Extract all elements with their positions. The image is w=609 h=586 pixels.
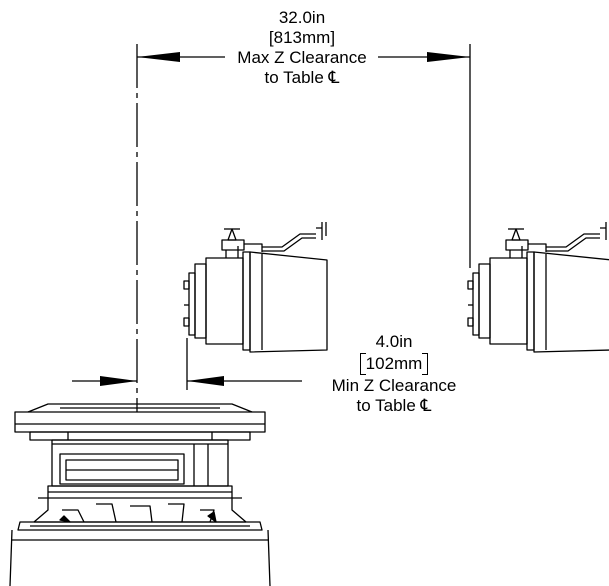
bracket-right	[422, 353, 428, 375]
max-clearance-title: Max Z Clearance	[237, 48, 367, 67]
max-clearance-mm: [813mm]	[268, 28, 336, 47]
centerline-symbol: ℄	[420, 396, 432, 416]
spindle-head-max	[467, 222, 609, 353]
arrowhead-left	[137, 52, 180, 62]
rotary-table	[9, 403, 271, 586]
min-clearance-title: Min Z Clearance	[331, 376, 457, 395]
arrowhead-right	[427, 52, 470, 62]
max-clearance-label: 32.0in [813mm] Max Z Clearance to Table …	[214, 8, 390, 88]
max-clearance-inches: 32.0in	[278, 8, 326, 27]
min-clearance-label: 4.0in 102mm Min Z Clearance to Table ℄	[306, 332, 482, 416]
max-clearance-dimension	[136, 44, 471, 412]
arrowhead-in-left	[100, 376, 137, 386]
min-clearance-reference: to Table ℄	[306, 396, 482, 416]
spindle-head-min	[183, 222, 328, 353]
bracket-left	[360, 353, 366, 375]
min-clearance-mm-box: 102mm	[354, 353, 434, 375]
min-clearance-mm: 102mm	[365, 354, 423, 373]
min-clearance-dimension	[72, 338, 302, 390]
arrowhead-in-right	[187, 376, 224, 386]
min-clearance-reference-text: to Table	[356, 396, 416, 415]
max-clearance-reference-text: to Table	[264, 68, 324, 87]
min-clearance-inches: 4.0in	[375, 332, 413, 351]
max-clearance-reference: to Table ℄	[214, 68, 390, 88]
centerline-symbol: ℄	[328, 68, 340, 88]
